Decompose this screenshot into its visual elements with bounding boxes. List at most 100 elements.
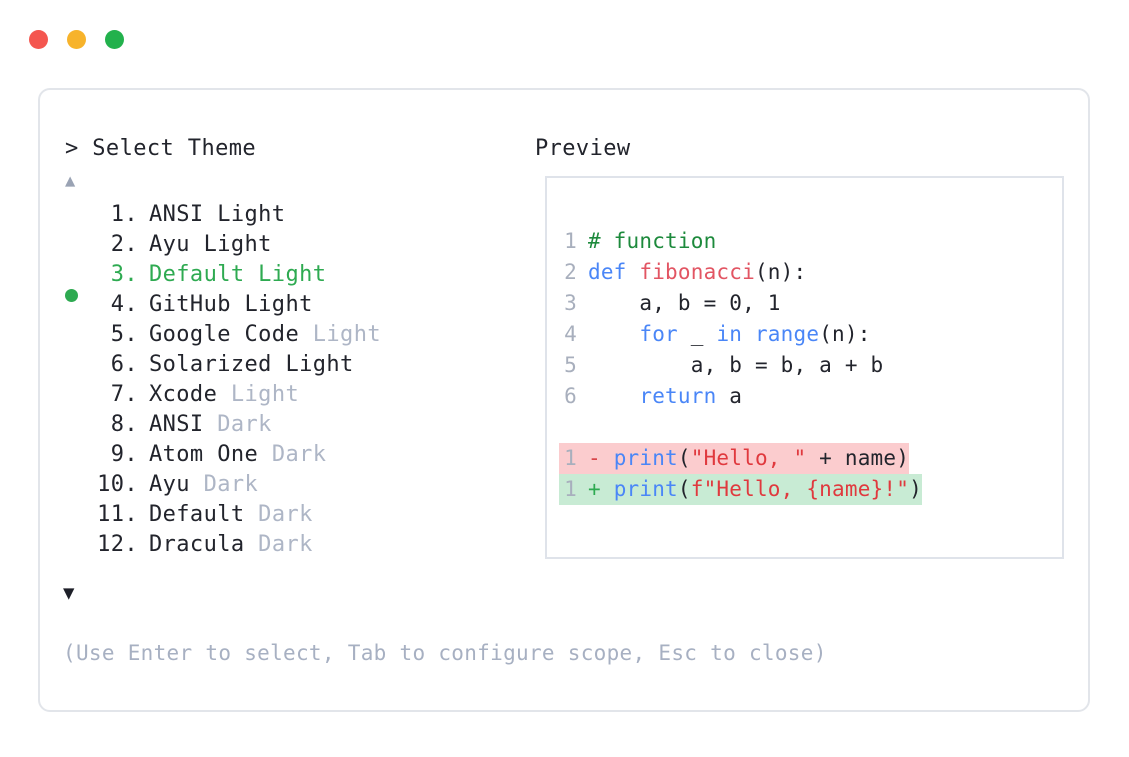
diff-line-del: 1- print("Hello, " + name): [559, 443, 922, 474]
theme-item-number: 1.: [110, 202, 138, 227]
theme-item-name: Xcode: [149, 382, 218, 407]
theme-item-name: Google Code: [149, 322, 300, 347]
theme-item-name: GitHub Light: [149, 292, 313, 317]
theme-item-name: ANSI: [149, 412, 204, 437]
line-number: 1: [564, 477, 577, 501]
theme-item-name: Dracula: [149, 532, 245, 557]
theme-item-variant-tag: Dark: [244, 502, 313, 527]
code-token: print: [613, 477, 678, 501]
code-token: a: [716, 384, 743, 408]
line-number: 4: [564, 322, 577, 346]
theme-item-name: Default Light: [149, 262, 327, 287]
line-number: 1: [564, 446, 577, 470]
theme-list-item[interactable]: 5. Google Code Light: [56, 322, 526, 352]
theme-item-name: Ayu: [149, 472, 190, 497]
code-token: # function: [588, 229, 717, 253]
close-dot[interactable]: [29, 30, 48, 49]
theme-item-number: 2.: [110, 232, 138, 257]
code-token: (: [677, 477, 691, 501]
diff-line-add: 1 + print(f"Hello, {name}!"): [559, 474, 922, 505]
code-line: 4 for _ in range(n):: [559, 319, 922, 350]
code-token: _: [677, 322, 717, 346]
code-token: + name): [806, 446, 910, 470]
code-token: print: [613, 446, 678, 470]
theme-item-variant-tag: Dark: [203, 412, 272, 437]
code-token: a, b = b, a + b: [588, 353, 884, 377]
theme-item-variant-tag: Dark: [258, 442, 327, 467]
theme-picker-card: > Select Theme ▲ 1. ANSI Light 2. Ayu Light…: [38, 88, 1090, 712]
scroll-down-icon[interactable]: ▼: [63, 582, 75, 604]
theme-list-item[interactable]: 12. Dracula Dark: [56, 532, 526, 562]
theme-list-item[interactable]: 11. Default Dark: [56, 502, 526, 532]
code-token: in range: [716, 322, 820, 346]
theme-list-item[interactable]: 6. Solarized Light: [56, 352, 526, 382]
theme-item-variant-tag: Light: [299, 322, 381, 347]
window-controls: [29, 30, 124, 49]
code-token: (n):: [819, 322, 871, 346]
line-number: 1: [564, 229, 577, 253]
code-spacer: [559, 412, 922, 443]
theme-item-number: 11.: [97, 502, 138, 527]
theme-item-number: 5.: [110, 322, 138, 347]
scroll-up-icon[interactable]: ▲: [65, 171, 76, 191]
diff-highlight: 1- print("Hello, " + name): [559, 443, 910, 474]
theme-list-item[interactable]: 7. Xcode Light: [56, 382, 526, 412]
theme-list-item[interactable]: 4. GitHub Light: [56, 292, 526, 322]
code-line: 5 a, b = b, a + b: [559, 350, 922, 381]
theme-item-variant-tag: Dark: [244, 532, 313, 557]
theme-item-number: 12.: [97, 532, 138, 557]
line-number: 3: [564, 291, 577, 315]
code-line: 6 return a: [559, 381, 922, 412]
code-token: [588, 384, 639, 408]
prompt-label: > Select Theme: [65, 136, 257, 161]
line-number: 2: [564, 260, 577, 284]
theme-item-name: Atom One: [149, 442, 259, 467]
theme-item-number: 10.: [97, 472, 138, 497]
code-line: 2 def fibonacci(n):: [559, 257, 922, 288]
diff-marker: +: [588, 477, 614, 501]
theme-item-number: 6.: [110, 352, 138, 377]
code-token: def: [588, 260, 640, 284]
theme-item-number: 4.: [110, 292, 138, 317]
theme-item-variant-tag: Dark: [189, 472, 259, 497]
theme-item-number: 8.: [110, 412, 138, 437]
theme-list-item[interactable]: 3. Default Light: [56, 262, 526, 302]
selected-bullet-icon: [65, 289, 78, 302]
code-token: (: [677, 446, 691, 470]
theme-item-number: 9.: [110, 442, 138, 467]
code-token: return: [639, 384, 717, 408]
code-token: (n):: [754, 260, 807, 284]
theme-list-item[interactable]: 2. Ayu Light: [56, 232, 526, 262]
theme-list-item[interactable]: 9. Atom One Dark: [56, 442, 526, 472]
theme-item-number: 7.: [110, 382, 138, 407]
code-token: f"Hello, {name}!": [690, 477, 910, 501]
theme-item-name: Solarized Light: [149, 352, 354, 377]
theme-item-variant-tag: Light: [217, 382, 300, 407]
code-token: [588, 322, 639, 346]
preview-label: Preview: [535, 136, 631, 161]
theme-item-name: Ayu Light: [149, 232, 272, 257]
theme-item-number: 3.: [110, 262, 138, 287]
code-token: fibonacci: [639, 260, 755, 284]
line-number: 5: [564, 353, 577, 377]
line-number: 6: [564, 384, 577, 408]
code-token: ): [909, 477, 922, 501]
theme-list-item[interactable]: 8. ANSI Dark: [56, 412, 526, 442]
theme-item-name: ANSI Light: [149, 202, 286, 227]
code-line: 3 a, b = 0, 1: [559, 288, 922, 319]
code-line: 1 # function: [559, 226, 922, 257]
code-token: a, b = 0, 1: [588, 291, 781, 315]
diff-highlight: 1 + print(f"Hello, {name}!"): [559, 474, 922, 505]
code-token: "Hello, ": [690, 446, 807, 470]
theme-list-item[interactable]: 10. Ayu Dark: [56, 472, 526, 502]
keyboard-hint: (Use Enter to select, Tab to configure s…: [63, 641, 827, 665]
code-token: for: [639, 322, 678, 346]
theme-list-item[interactable]: 1. ANSI Light: [56, 202, 526, 232]
maximize-dot[interactable]: [105, 30, 124, 49]
diff-marker: -: [588, 446, 614, 470]
theme-item-name: Default: [149, 502, 245, 527]
minimize-dot[interactable]: [67, 30, 86, 49]
